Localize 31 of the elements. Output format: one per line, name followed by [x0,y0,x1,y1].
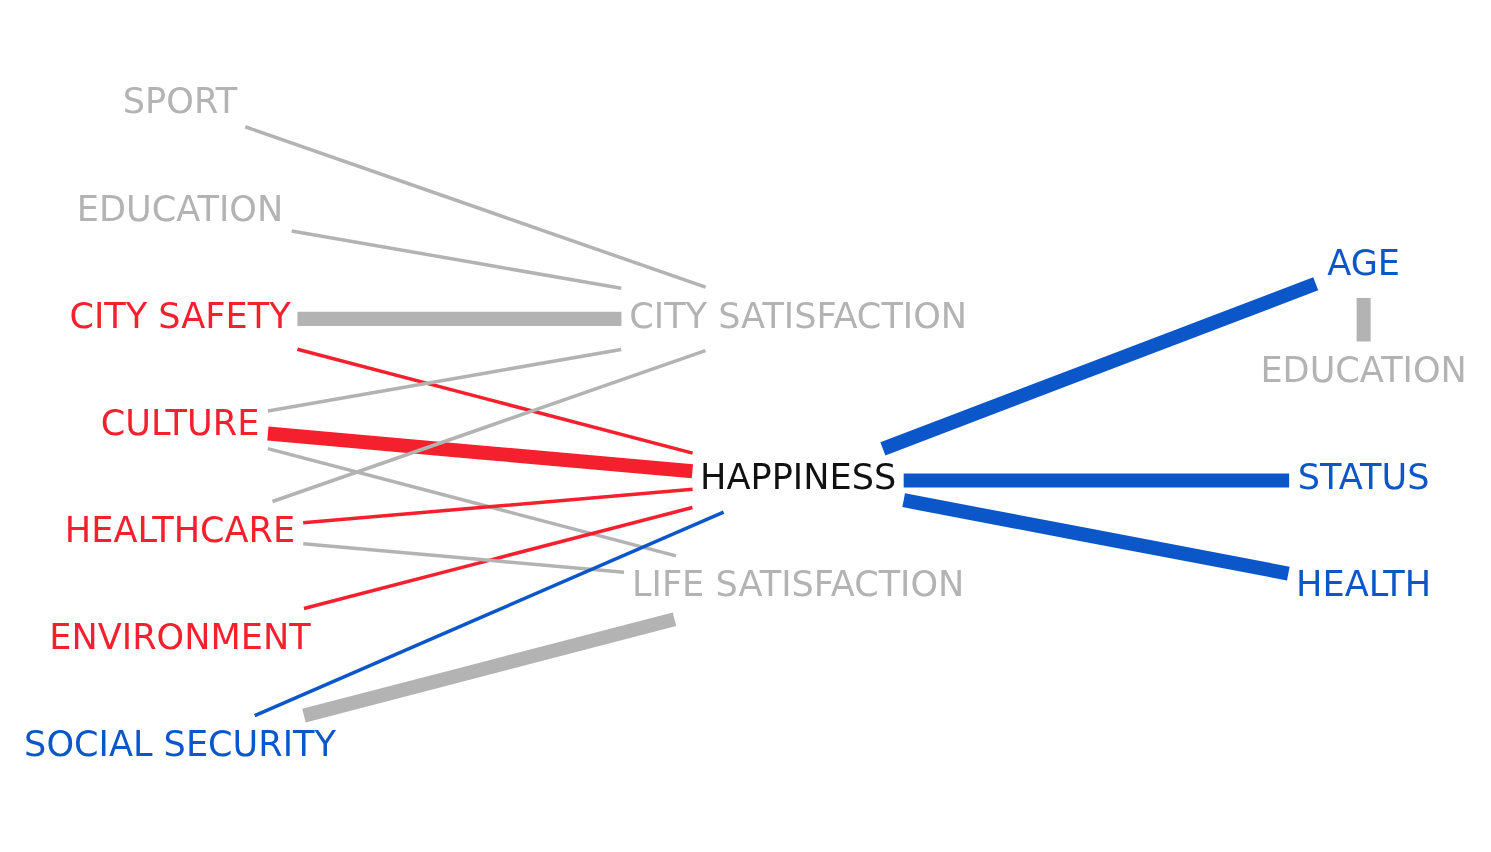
connector [1356,297,1371,342]
connector [303,487,693,525]
connector [267,347,622,413]
connector [271,348,706,504]
connector [303,542,625,575]
node-text: CITY SATISFACTION [629,294,968,336]
node-text: LIFE SATISFACTION [632,563,965,605]
node-text: CITY SAFETY [69,294,291,336]
node-text: EDUCATION [76,187,284,229]
connector [902,493,1290,581]
node-text: CULTURE [100,401,260,443]
connector [267,446,677,558]
connector [267,426,694,479]
connector [244,125,707,289]
node-text: HAPPINESS [700,456,897,498]
connector [254,510,725,718]
connector [296,347,694,455]
node-text: EDUCATION [1260,349,1467,391]
connector [303,505,693,611]
connector [297,311,622,326]
node-text: HEALTH [1296,563,1432,605]
connector [880,277,1319,456]
node-text: SOCIAL SECURITY [24,723,336,765]
node-text: STATUS [1297,456,1430,498]
connector [302,612,677,723]
node-text: ENVIRONMENT [49,616,311,658]
node-text: AGE [1327,241,1401,283]
node-text: HEALTHCARE [64,508,296,550]
node-text: SPORT [122,80,238,122]
connector [291,229,622,291]
connector [903,473,1290,488]
